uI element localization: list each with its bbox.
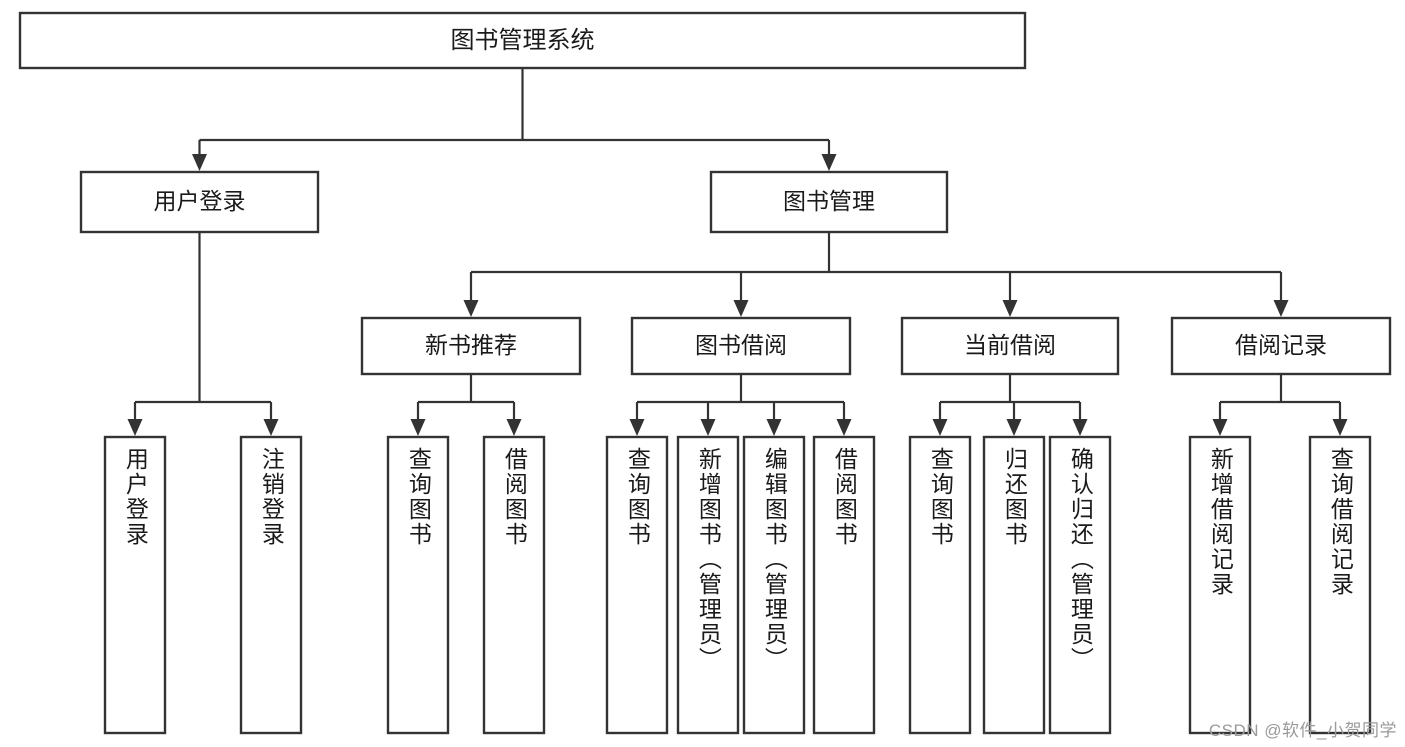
- arrow-head-icon: [1273, 300, 1289, 317]
- arrow-head-icon: [1332, 419, 1348, 436]
- arrow-head-icon: [263, 419, 279, 436]
- arrow-head-icon: [821, 154, 837, 171]
- node-leaf-query-book-3[interactable]: [908, 435, 972, 735]
- watermark: CSDN @软件_小贺同学: [1208, 721, 1397, 740]
- node-leaf-query-book-1[interactable]: [386, 435, 450, 735]
- node-book-management[interactable]: [709, 170, 949, 234]
- node-root[interactable]: [18, 11, 1027, 70]
- connector-layer: [127, 68, 1348, 436]
- node-borrow-record[interactable]: [1170, 316, 1392, 376]
- node-book-borrow-label: 图书借阅: [695, 332, 787, 358]
- arrow-head-icon: [700, 419, 716, 436]
- node-box-layer: [18, 11, 1392, 735]
- node-leaf-borrow-book-1[interactable]: [482, 435, 546, 735]
- arrow-head-icon: [192, 154, 207, 171]
- arrow-head-icon: [1002, 300, 1018, 317]
- arrow-head-icon: [629, 419, 645, 436]
- arrow-head-icon: [836, 419, 852, 436]
- node-book-management-label: 图书管理: [783, 188, 875, 214]
- node-leaf-add-record[interactable]: [1188, 435, 1252, 735]
- arrow-head-icon: [1212, 419, 1228, 436]
- node-leaf-edit-book[interactable]: [742, 435, 806, 735]
- node-root-label: 图书管理系统: [451, 27, 595, 54]
- arrow-head-icon: [932, 419, 948, 436]
- arrow-head-icon: [506, 419, 522, 436]
- node-leaf-return-book[interactable]: [982, 435, 1046, 735]
- arrow-head-icon: [1072, 419, 1088, 436]
- arrow-head-icon: [410, 419, 426, 436]
- arrow-head-icon: [1006, 419, 1022, 436]
- arrow-head-icon: [127, 419, 143, 436]
- node-current-borrow[interactable]: [900, 316, 1120, 376]
- arrow-head-icon: [463, 300, 479, 317]
- node-new-book-recommend[interactable]: [360, 316, 582, 376]
- node-leaf-logout-login[interactable]: [239, 435, 303, 735]
- node-leaf-user-login[interactable]: [103, 435, 167, 735]
- arrow-head-icon: [733, 300, 749, 317]
- node-user-login[interactable]: [79, 170, 320, 234]
- node-leaf-query-record[interactable]: [1308, 435, 1372, 735]
- node-new-book-recommend-label: 新书推荐: [425, 332, 517, 358]
- node-leaf-add-book[interactable]: [676, 435, 740, 735]
- arrow-head-icon: [766, 419, 782, 436]
- node-borrow-record-label: 借阅记录: [1235, 332, 1327, 358]
- node-current-borrow-label: 当前借阅: [964, 332, 1056, 358]
- node-user-login-label: 用户登录: [154, 188, 246, 214]
- node-leaf-borrow-book-2[interactable]: [812, 435, 876, 735]
- node-book-borrow[interactable]: [630, 316, 852, 376]
- node-leaf-confirm-return[interactable]: [1048, 435, 1112, 735]
- node-leaf-query-book-2[interactable]: [605, 435, 669, 735]
